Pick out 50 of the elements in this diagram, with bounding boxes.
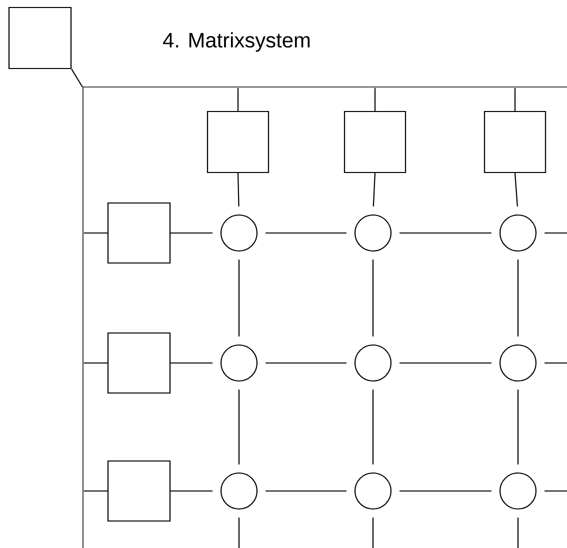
connector-line: [372, 390, 374, 464]
connector-line: [544, 490, 567, 492]
connector-line: [84, 232, 108, 234]
connector-line: [237, 173, 240, 206]
connector-line: [266, 362, 346, 364]
circle-node: [220, 214, 258, 252]
circle-node: [220, 472, 258, 510]
connector-line: [517, 260, 519, 336]
connector-line: [400, 362, 492, 364]
circle-node: [499, 344, 537, 382]
circle-node: [354, 344, 392, 382]
connector-line: [374, 88, 376, 111]
connector-line: [238, 390, 240, 464]
square-box: [206, 110, 270, 174]
circle-node: [354, 214, 392, 252]
connector-line: [170, 362, 212, 364]
connector-line: [237, 88, 239, 111]
connector-line: [400, 490, 492, 492]
square-box: [107, 332, 171, 394]
circle-node: [220, 344, 258, 382]
connector-line: [266, 232, 346, 234]
connector-line: [84, 362, 108, 364]
bus-line: [83, 86, 567, 88]
connector-line: [238, 518, 240, 548]
connector-line: [544, 232, 567, 234]
square-box: [107, 460, 171, 522]
connector-line: [517, 390, 519, 464]
connector-line: [238, 260, 240, 336]
connector-line: [372, 260, 374, 336]
square-box: [107, 202, 171, 264]
connector-line: [517, 518, 519, 548]
connector-line: [372, 173, 376, 206]
connector-line: [84, 490, 108, 492]
circle-node: [499, 214, 537, 252]
connector-line: [544, 362, 567, 364]
title: 4. Matrixsystem: [163, 32, 310, 52]
connector-line: [372, 518, 374, 548]
connector-line: [71, 68, 83, 88]
connector-line: [400, 232, 492, 234]
connector-line: [514, 88, 516, 111]
square-box: [344, 110, 406, 174]
square-box: [8, 6, 72, 70]
circle-node: [354, 472, 392, 510]
square-box: [484, 110, 546, 174]
connector-line: [514, 173, 518, 206]
connector-line: [170, 232, 212, 234]
bus-line: [82, 87, 84, 548]
connector-line: [266, 490, 346, 492]
circle-node: [499, 472, 537, 510]
connector-line: [170, 490, 212, 492]
